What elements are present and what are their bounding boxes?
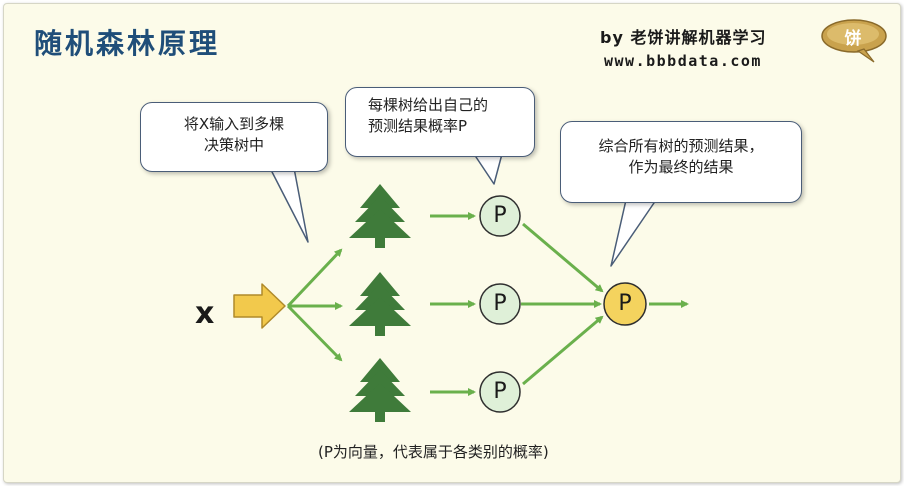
callout-input-line-1: 将X输入到多棵 — [183, 115, 285, 133]
p-node-1-label: P — [493, 203, 507, 228]
arrow-p1-to-final — [522, 222, 604, 293]
arrow-p3-to-final — [522, 315, 604, 386]
p-node-2 — [479, 283, 521, 325]
p-node-final-label: P — [618, 291, 632, 316]
author-byline: by 老饼讲解机器学习 — [600, 28, 767, 47]
arrow-to-tree-1 — [286, 248, 343, 308]
p-node-1 — [479, 195, 521, 237]
callout-combine: 综合所有树的预测结果， 作为最终的结果 — [560, 121, 802, 203]
logo-badge-text: 饼 — [844, 29, 862, 49]
input-arrow — [233, 283, 286, 329]
slide: 随机森林原理 by 老饼讲解机器学习 www.bbbdata.com 饼 — [3, 3, 901, 483]
p-node-2-label: P — [493, 291, 507, 316]
callout-input: 将X输入到多棵 决策树中 — [140, 102, 328, 172]
diagram-graphic — [233, 153, 689, 422]
callout-tree-tail — [473, 153, 503, 185]
arrow-to-tree-3 — [286, 304, 343, 362]
callout-combine-tail — [610, 199, 657, 267]
callout-tree-output-line-1: 每棵树给出自己的 — [368, 96, 489, 114]
callout-combine-line-1: 综合所有树的预测结果， — [598, 137, 764, 155]
tree-1 — [349, 184, 411, 248]
callout-tree-output-line-2: 预测结果概率P — [368, 117, 468, 135]
site-url: www.bbbdata.com — [604, 52, 762, 70]
input-x-label: x — [195, 296, 215, 331]
logo-badge: 饼 — [818, 16, 894, 66]
p-node-3 — [479, 371, 521, 413]
p-node-final — [603, 282, 647, 326]
callout-input-tail — [269, 167, 309, 243]
callout-combine-line-2: 作为最终的结果 — [628, 158, 734, 176]
footnote: (P为向量，代表属于各类别的概率) — [318, 443, 549, 461]
page-title: 随机森林原理 — [34, 27, 221, 60]
tree-3 — [349, 358, 411, 422]
tree-2 — [349, 272, 411, 336]
callout-input-line-2: 决策树中 — [203, 136, 264, 154]
p-node-3-label: P — [493, 379, 507, 404]
callout-tree-output: 每棵树给出自己的 预测结果概率P — [345, 87, 535, 157]
